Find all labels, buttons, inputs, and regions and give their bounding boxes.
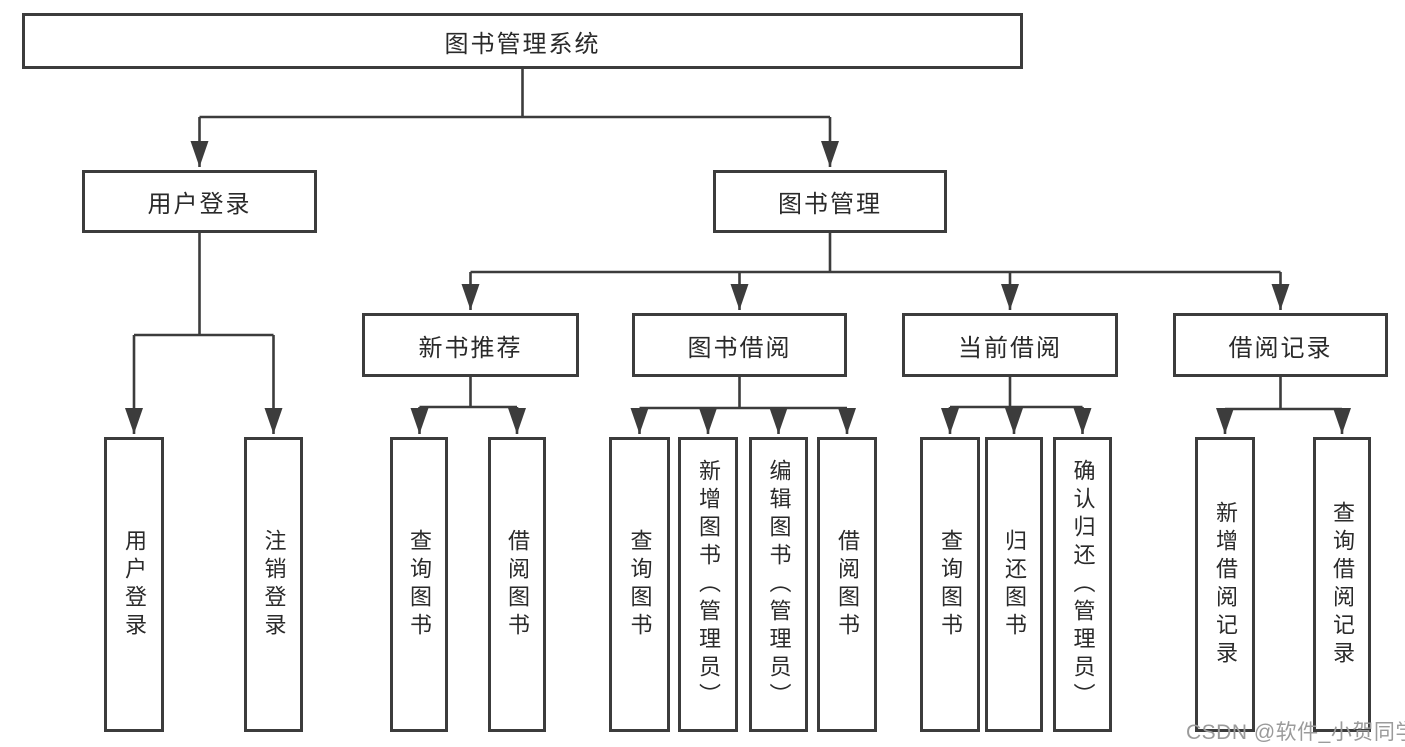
leaf-add-books-admin: 新增图书（管理员）: [678, 437, 738, 732]
leaf-return-books: 归还图书: [985, 437, 1043, 732]
node-new-book-recommendation-label: 新书推荐: [418, 334, 523, 362]
leaf-query-borrow-record: 查询借阅记录: [1313, 437, 1371, 732]
leaf-add-books-admin-label: 新增图书（管理员）: [696, 458, 721, 711]
leaf-return-books-label: 归还图书: [1002, 528, 1027, 641]
node-book-borrowing: 图书借阅: [632, 313, 847, 377]
node-book-management: 图书管理: [713, 170, 947, 233]
leaf-query-books-current: 查询图书: [920, 437, 980, 732]
leaf-logout-label: 注销登录: [261, 528, 287, 641]
leaf-user-login-label: 用户登录: [122, 528, 147, 641]
leaf-edit-books-admin-label: 编辑图书（管理员）: [766, 458, 792, 711]
leaf-query-books-recommend-label: 查询图书: [407, 528, 432, 641]
node-library-management-system: 图书管理系统: [22, 13, 1023, 69]
leaf-borrow-books-recommend-label: 借阅图书: [505, 528, 530, 641]
node-library-management-system-label: 图书管理系统: [444, 30, 601, 58]
leaf-query-books-borrow: 查询图书: [609, 437, 670, 732]
watermark-text: CSDN @软件_小贺同学: [1186, 721, 1405, 744]
leaf-query-books-recommend: 查询图书: [390, 437, 448, 732]
leaf-borrow-books-label: 借阅图书: [835, 528, 860, 641]
node-user-login-label: 用户登录: [147, 191, 252, 218]
node-new-book-recommendation: 新书推荐: [362, 313, 579, 377]
leaf-query-books-borrow-label: 查询图书: [627, 528, 653, 641]
leaf-confirm-return-admin: 确认归还（管理员）: [1053, 437, 1112, 732]
node-current-borrowing: 当前借阅: [902, 313, 1118, 377]
node-borrowing-records-label: 借阅记录: [1228, 334, 1333, 362]
leaf-user-login: 用户登录: [104, 437, 164, 732]
node-user-login: 用户登录: [82, 170, 317, 233]
leaf-edit-books-admin: 编辑图书（管理员）: [749, 437, 808, 732]
leaf-logout: 注销登录: [244, 437, 303, 732]
leaf-query-books-current-label: 查询图书: [938, 528, 963, 641]
node-current-borrowing-label: 当前借阅: [958, 334, 1062, 362]
node-borrowing-records: 借阅记录: [1173, 313, 1388, 377]
leaf-confirm-return-admin-label: 确认归还（管理员）: [1070, 458, 1096, 711]
leaf-borrow-books-recommend: 借阅图书: [488, 437, 546, 732]
leaf-add-borrow-record-label: 新增借阅记录: [1213, 500, 1238, 669]
leaf-query-borrow-record-label: 查询借阅记录: [1330, 500, 1355, 669]
leaf-borrow-books: 借阅图书: [817, 437, 877, 732]
node-book-borrowing-label: 图书借阅: [687, 334, 792, 362]
leaf-add-borrow-record: 新增借阅记录: [1195, 437, 1255, 732]
node-book-management-label: 图书管理: [778, 191, 882, 218]
